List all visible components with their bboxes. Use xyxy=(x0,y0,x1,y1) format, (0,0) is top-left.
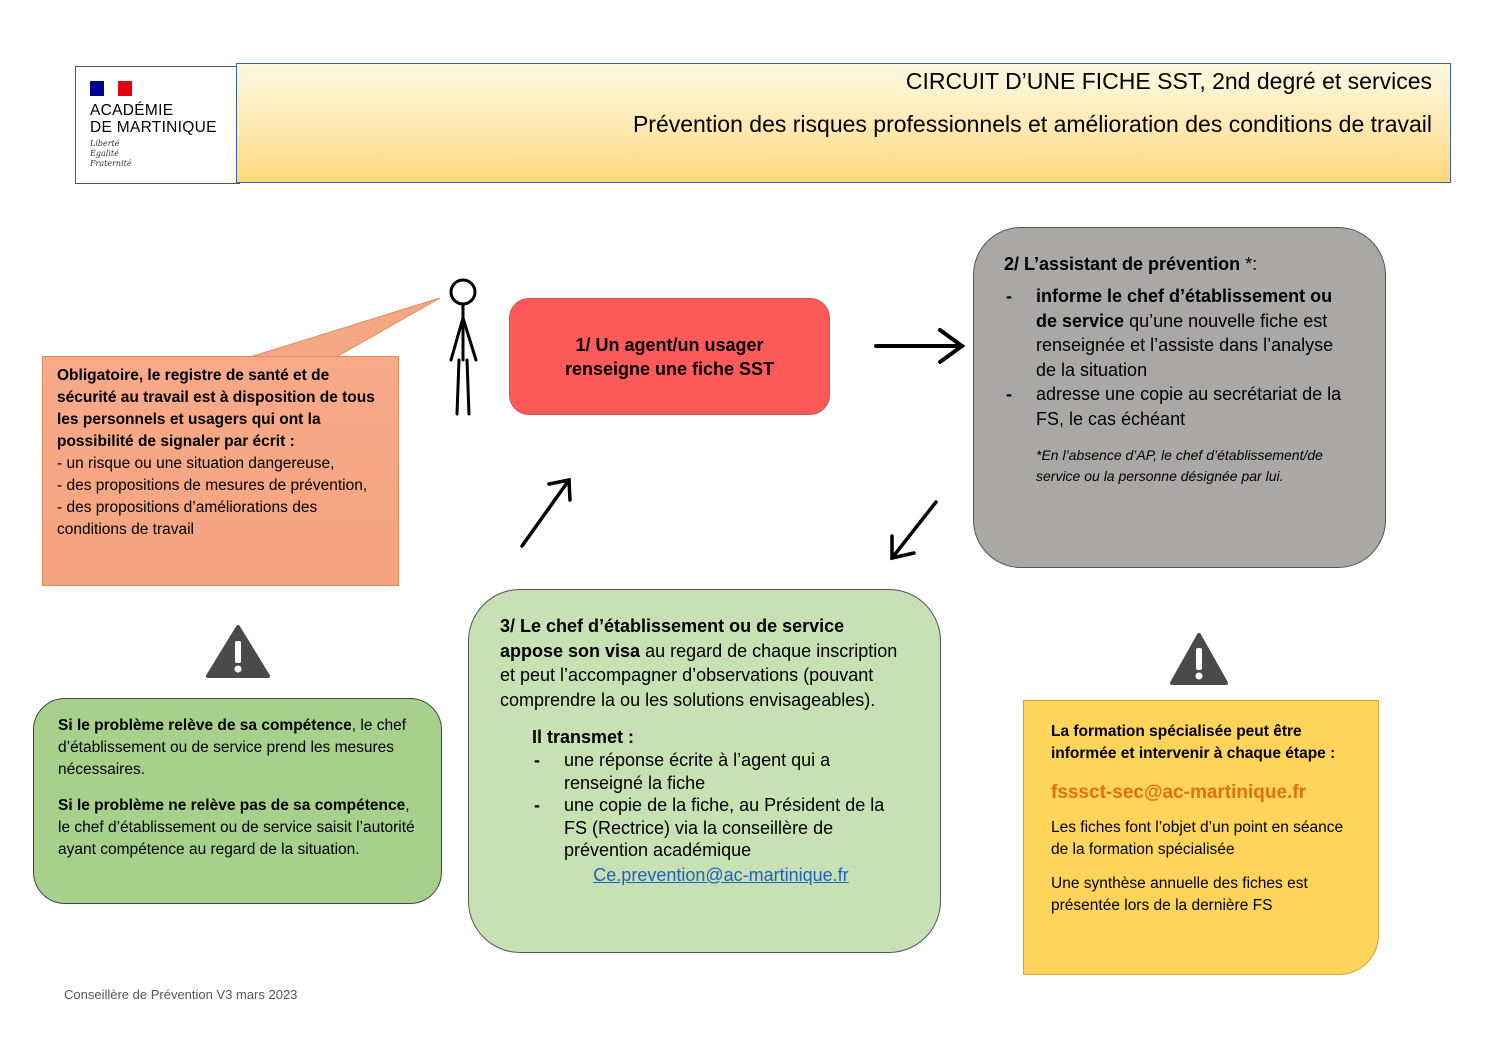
step2-title-rest: *: xyxy=(1240,254,1258,274)
step2-item1-bold: informe le chef d’établissement ou de se… xyxy=(1036,286,1333,331)
arrow-icon xyxy=(520,477,572,548)
callout-item: - des propositions d’améliorations des c… xyxy=(57,499,318,538)
fs-text-2: Une synthèse annuelle des fiches est pré… xyxy=(1051,875,1308,914)
footer-note: Conseillère de Prévention V3 mars 2023 xyxy=(64,987,298,1002)
step3-item: une copie de la fiche, au Président de l… xyxy=(532,794,912,862)
warning-icon xyxy=(1170,633,1228,685)
arrow-icon xyxy=(890,500,938,561)
motto-liberte: Liberté xyxy=(90,139,120,148)
logo-line-2: DE MARTINIQUE xyxy=(90,119,217,136)
step1-box: 1/ Un agent/un usager renseigne une fich… xyxy=(509,298,830,415)
step3-list: une réponse écrite à l’agent qui a rense… xyxy=(500,749,912,862)
fs-intro: La formation spécialisée peut être infor… xyxy=(1051,723,1336,762)
french-flag-icon xyxy=(90,81,132,96)
step3-intro: 3/ Le chef d’établissement ou de service… xyxy=(500,614,912,712)
step2-item: adresse une copie au secrétariat de la F… xyxy=(1004,382,1357,431)
academie-logo: ACADÉMIE DE MARTINIQUE Liberté Égalité F… xyxy=(75,66,240,184)
callout-item: - des propositions de mesures de prévent… xyxy=(57,477,368,494)
competence-p1-rest: , le chef d’établissement ou de service … xyxy=(58,717,407,778)
fs-text-1: Les fiches font l’objet d’un point en sé… xyxy=(1051,819,1344,858)
motto-fraternite: Fraternité xyxy=(90,159,132,168)
competence-p1-bold: Si le problème relève de sa compétence xyxy=(58,717,352,734)
step2-list: informe le chef d’établissement ou de se… xyxy=(1004,284,1357,431)
step2-item: informe le chef d’établissement ou de se… xyxy=(1004,284,1357,382)
callout-pointer xyxy=(249,297,441,358)
warning-icon xyxy=(206,625,270,678)
logo-line-1: ACADÉMIE xyxy=(90,102,174,119)
competence-p2: Si le problème ne relève pas de sa compé… xyxy=(58,795,423,861)
competence-p2-rest: , le chef d’établissement ou de service … xyxy=(58,797,415,858)
callout-bold-text: Obligatoire, le registre de santé et de … xyxy=(57,367,375,450)
step2-title: 2/ L’assistant de prévention *: xyxy=(1004,252,1357,276)
step2-title-bold: 2/ L’assistant de prévention xyxy=(1004,254,1241,274)
page-title: CIRCUIT D’UNE FICHE SST, 2nd degré et se… xyxy=(905,68,1432,94)
step1-text: 1/ Un agent/un usager renseigne une fich… xyxy=(564,334,775,379)
fs-email[interactable]: fsssct-sec@ac-martinique.fr xyxy=(1051,782,1307,803)
registre-callout: Obligatoire, le registre de santé et de … xyxy=(42,356,399,586)
motto-egalite: Égalité xyxy=(90,149,119,158)
step3-item: une réponse écrite à l’agent qui a rense… xyxy=(532,749,912,794)
callout-item: - un risque ou une situation dangereuse, xyxy=(57,455,335,472)
competence-p2-bold: Si le problème ne relève pas de sa compé… xyxy=(58,797,406,814)
competence-p1: Si le problème relève de sa compétence, … xyxy=(58,715,423,781)
header-banner: CIRCUIT D’UNE FICHE SST, 2nd degré et se… xyxy=(236,63,1451,183)
step2-footnote: *En l’absence d’AP, le chef d’établissem… xyxy=(1036,447,1323,484)
step2-item1-rest: qu’une nouvelle fiche est renseignée et … xyxy=(1036,310,1334,380)
step3-title-rest: au regard de chaque inscription et peut … xyxy=(500,640,898,710)
prevention-email-link[interactable]: Ce.prevention@ac-martinique.fr xyxy=(593,864,849,885)
stick-figure-icon xyxy=(449,278,478,416)
arrow-icon xyxy=(874,328,966,364)
competence-box: Si le problème relève de sa compétence, … xyxy=(33,698,442,904)
step3-title-bold: 3/ Le chef d’établissement ou de service… xyxy=(500,616,845,661)
page-subtitle: Prévention des risques professionnels et… xyxy=(632,111,1432,137)
step3-box: 3/ Le chef d’établissement ou de service… xyxy=(468,589,941,953)
step3-transmet: Il transmet : xyxy=(532,727,635,747)
step2-box: 2/ L’assistant de prévention *: informe … xyxy=(973,227,1386,568)
logo-motto: Liberté Égalité Fraternité xyxy=(90,139,239,169)
formation-specialisee-box: La formation spécialisée peut être infor… xyxy=(1023,700,1379,975)
